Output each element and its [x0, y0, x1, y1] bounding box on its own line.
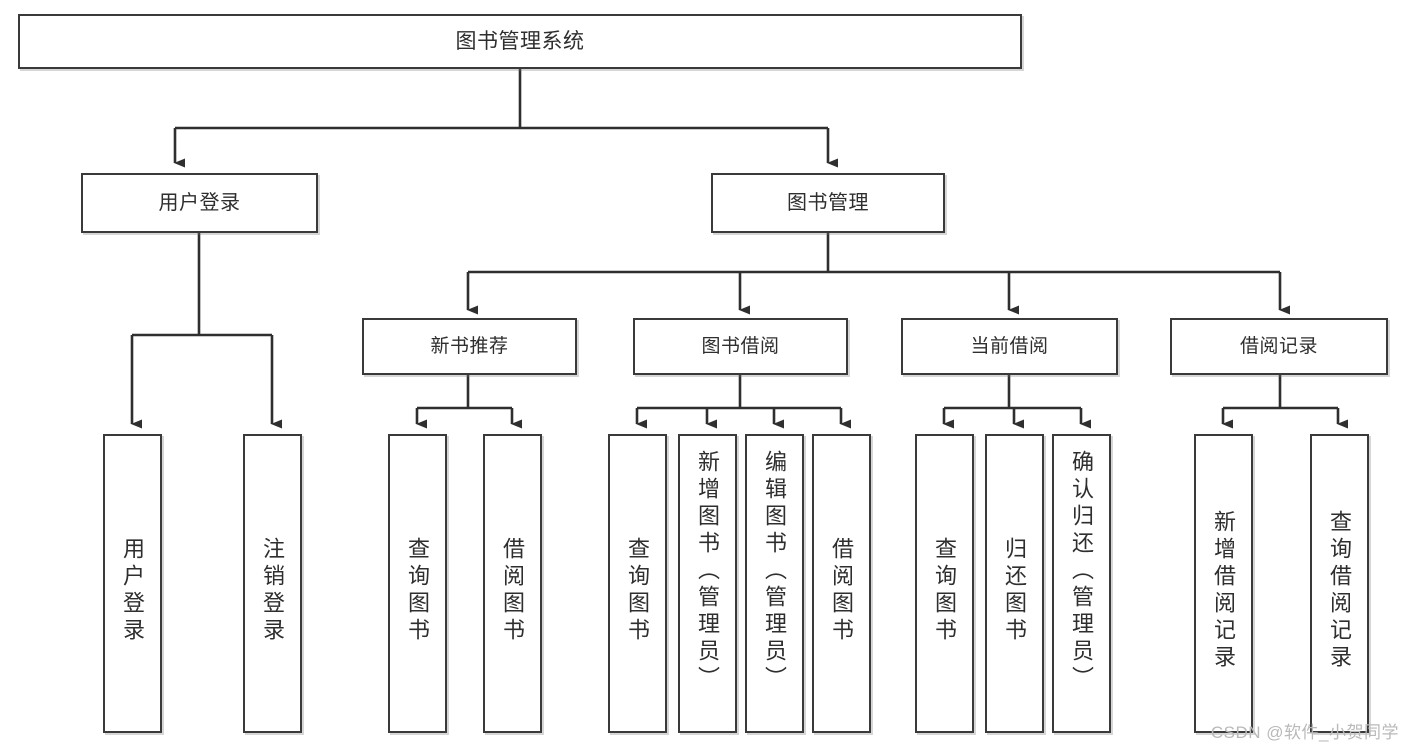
leaf-query-book-recommend[interactable]: 查询图书	[388, 434, 447, 733]
leaf-user-login[interactable]: 用户登录	[103, 434, 162, 733]
leaf-label: 新增图书（管理员）	[695, 450, 721, 693]
leaf-label: 借阅图书	[500, 536, 526, 645]
leaf-label: 查询图书	[625, 536, 651, 645]
node-new-book-recommend[interactable]: 新书推荐	[362, 318, 577, 375]
leaf-add-borrow-record[interactable]: 新增借阅记录	[1194, 434, 1253, 733]
leaf-label: 用户登录	[120, 536, 146, 645]
leaf-edit-book-admin[interactable]: 编辑图书（管理员）	[745, 434, 804, 733]
leaf-label: 新增借阅记录	[1211, 509, 1237, 672]
leaf-return-book[interactable]: 归还图书	[985, 434, 1044, 733]
leaf-label: 借阅图书	[829, 536, 855, 645]
leaf-label: 查询借阅记录	[1327, 509, 1353, 672]
leaf-label: 归还图书	[1002, 536, 1028, 645]
node-label: 新书推荐	[430, 335, 509, 357]
node-root-system[interactable]: 图书管理系统	[18, 14, 1022, 69]
leaf-query-book-current[interactable]: 查询图书	[915, 434, 974, 733]
node-current-borrow[interactable]: 当前借阅	[901, 318, 1118, 375]
node-book-management[interactable]: 图书管理	[711, 173, 945, 233]
leaf-label: 编辑图书（管理员）	[762, 450, 788, 693]
leaf-label: 注销登录	[260, 536, 286, 645]
node-label: 图书管理	[787, 191, 869, 214]
node-label: 图书管理系统	[455, 29, 585, 53]
leaf-borrow-book[interactable]: 借阅图书	[812, 434, 871, 733]
leaf-logout[interactable]: 注销登录	[243, 434, 302, 733]
leaf-query-borrow-record[interactable]: 查询借阅记录	[1310, 434, 1369, 733]
node-user-login[interactable]: 用户登录	[81, 173, 318, 233]
node-label: 用户登录	[158, 191, 241, 214]
leaf-query-book-borrow[interactable]: 查询图书	[608, 434, 667, 733]
node-label: 当前借阅	[970, 335, 1049, 357]
leaf-borrow-book-recommend[interactable]: 借阅图书	[483, 434, 542, 733]
leaf-label: 查询图书	[932, 536, 958, 645]
node-borrow-record[interactable]: 借阅记录	[1170, 318, 1388, 375]
node-book-borrow[interactable]: 图书借阅	[633, 318, 848, 375]
leaf-confirm-return-admin[interactable]: 确认归还（管理员）	[1052, 434, 1111, 733]
node-label: 借阅记录	[1239, 335, 1318, 357]
leaf-label: 确认归还（管理员）	[1069, 450, 1095, 693]
node-label: 图书借阅	[701, 335, 780, 357]
leaf-label: 查询图书	[405, 536, 431, 645]
leaf-add-book-admin[interactable]: 新增图书（管理员）	[678, 434, 737, 733]
